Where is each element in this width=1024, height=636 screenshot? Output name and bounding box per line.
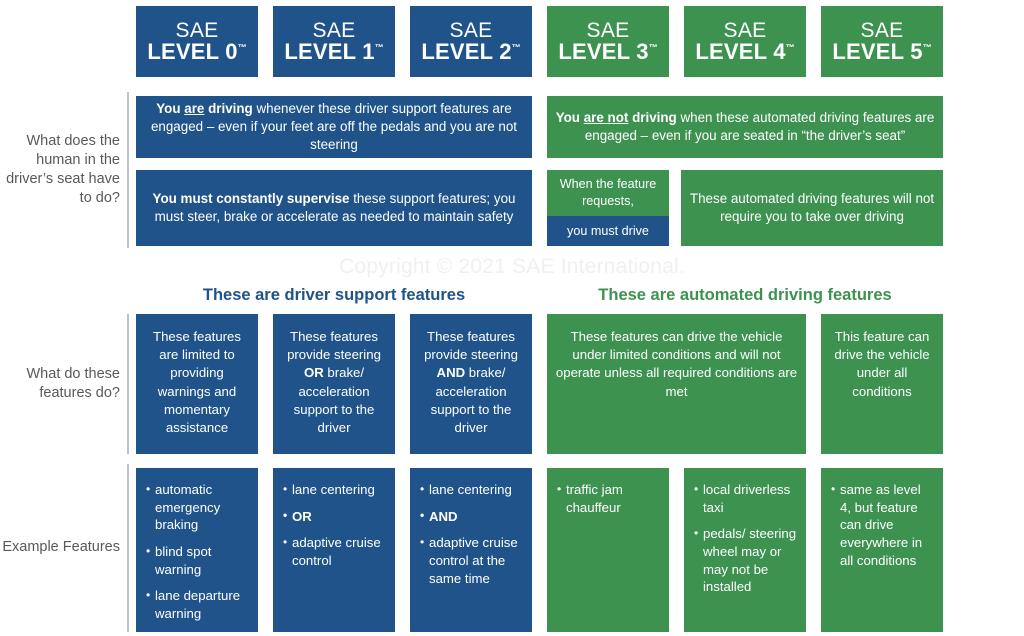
trademark-icon: ™ [237,42,247,53]
row-divider-examples [127,464,129,632]
human-row-green-level45-text: These automated driving features will no… [689,191,935,224]
level-header-4-sae: SAE [723,18,767,42]
copyright-watermark: Copyright © 2021 SAE International. [339,255,685,278]
list-item: same as level 4, but feature can drive e… [831,480,935,569]
example-features-level-2-list: lane centering AND adaptive cruise contr… [420,481,524,587]
example-features-level-0: automatic emergency braking blind spot w… [136,468,258,632]
level-header-3-level: LEVEL 3™ [558,38,658,64]
level-header-1-level: LEVEL 1™ [284,38,384,64]
human-row-green-level3-must-drive: you must drive [547,216,669,246]
list-item: automatic emergency braking [146,480,250,534]
list-item-operator: OR [283,507,387,526]
list-item: adaptive cruise control at the same time [420,534,524,587]
example-features-level-5: same as level 4, but feature can drive e… [821,468,943,632]
human-row-blue-bottom: You must constantly supervise these supp… [136,170,532,246]
row-label-examples: Example Features [2,539,120,556]
list-item: lane centering [420,481,524,499]
trademark-icon: ™ [785,42,795,53]
human-row-green-level3-must-drive-text: you must drive [567,223,649,238]
list-item: traffic jam chauffeur [557,480,661,516]
list-item: local driverless taxi [694,480,798,516]
list-item: adaptive cruise control [283,534,387,569]
example-features-level-4: local driverless taxi pedals/ steering w… [684,468,806,632]
human-row-green-level3-request-text: When the feature requests, [559,177,657,208]
list-item-operator: AND [420,507,524,526]
row-label-features-do: What do these features do? [26,365,121,401]
features-do-level-1-text: These features provide steering OR brake… [287,329,381,436]
features-do-level-0: These features are limited to providing … [136,314,258,454]
features-do-level-5-text: This feature can drive the vehicle under… [834,329,930,399]
row-divider-features-do [127,314,129,454]
features-do-level-2-text: These features provide steering AND brak… [424,329,518,436]
level-header-0: SAE LEVEL 0™ [136,6,258,77]
features-do-level-1: These features provide steering OR brake… [273,314,395,454]
trademark-icon: ™ [648,42,658,53]
features-do-level-2: These features provide steering AND brak… [410,314,532,454]
example-features-level-0-list: automatic emergency braking blind spot w… [146,480,250,623]
trademark-icon: ™ [922,42,932,53]
section-heading-driver-support: These are driver support features [202,286,466,304]
level-header-0-sae: SAE [175,18,219,42]
level-header-3-sae: SAE [586,18,630,42]
human-row-green-top: You are not driving when these automated… [547,96,943,158]
human-row-blue-bottom-text: You must constantly supervise these supp… [152,191,516,224]
level-header-4-level: LEVEL 4™ [695,38,795,64]
list-item: pedals/ steering wheel may or may not be… [694,525,798,596]
level-header-3: SAE LEVEL 3™ [547,6,669,77]
row-label-human: What does the human in the driver’s seat… [6,132,120,207]
example-features-level-3: traffic jam chauffeur [547,468,669,632]
level-header-0-level: LEVEL 0™ [147,38,247,64]
list-item: blind spot warning [146,543,250,578]
features-do-level-5: This feature can drive the vehicle under… [821,314,943,454]
human-row-blue-top: You are driving whenever these driver su… [136,96,532,158]
level-header-2-sae: SAE [449,18,493,42]
level-header-2: SAE LEVEL 2™ [410,6,532,77]
trademark-icon: ™ [374,42,384,53]
features-do-level-0-text: These features are limited to providing … [153,329,241,436]
section-heading-automated-driving: These are automated driving features [598,286,892,304]
row-divider-human [127,92,129,248]
level-header-1: SAE LEVEL 1™ [273,6,395,77]
level-header-4: SAE LEVEL 4™ [684,6,806,77]
level-header-5: SAE LEVEL 5™ [821,6,943,77]
level-header-2-level: LEVEL 2™ [421,38,521,64]
human-row-green-level45: These automated driving features will no… [681,170,943,246]
level-header-5-sae: SAE [860,18,904,42]
example-features-level-3-list: traffic jam chauffeur [557,480,661,516]
list-item: lane centering [283,481,387,499]
features-do-level-3-4: These features can drive the vehicle und… [547,314,806,454]
example-features-level-5-list: same as level 4, but feature can drive e… [831,480,935,569]
example-features-level-2: lane centering AND adaptive cruise contr… [410,468,532,632]
trademark-icon: ™ [511,42,521,53]
human-row-green-level3-request: When the feature requests, [547,170,669,216]
list-item: lane departure warning [146,587,250,622]
level-header-5-level: LEVEL 5™ [832,38,932,64]
example-features-level-4-list: local driverless taxi pedals/ steering w… [694,480,798,596]
features-do-level-3-4-text: These features can drive the vehicle und… [555,329,798,399]
human-row-green-top-text: You are not driving when these automated… [555,110,935,143]
human-row-blue-top-text: You are driving whenever these driver su… [150,101,518,152]
example-features-level-1-list: lane centering OR adaptive cruise contro… [283,481,387,570]
example-features-level-1: lane centering OR adaptive cruise contro… [273,468,395,632]
level-header-1-sae: SAE [312,18,356,42]
